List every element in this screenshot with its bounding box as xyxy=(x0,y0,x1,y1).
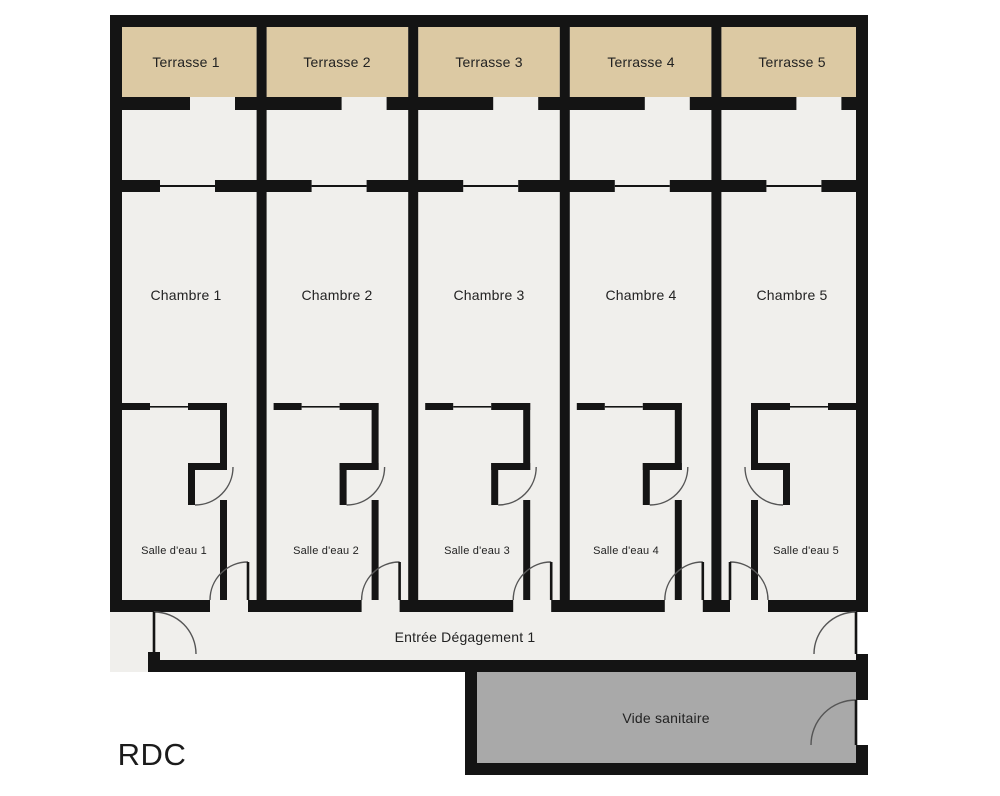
label-chambre-2: Chambre 2 xyxy=(301,287,373,303)
label-salle-eau-4: Salle d'eau 4 xyxy=(593,545,659,557)
corridor-east-door-arc xyxy=(813,611,857,655)
vide-door-gap xyxy=(856,700,868,745)
label-vide-sanitaire: Vide sanitaire xyxy=(622,710,710,726)
label-terrasse-4: Terrasse 4 xyxy=(607,54,675,70)
label-terrasse-3: Terrasse 3 xyxy=(455,54,523,70)
label-terrasse-2: Terrasse 2 xyxy=(303,54,371,70)
label-chambre-1: Chambre 1 xyxy=(150,287,222,303)
interior-floor xyxy=(110,15,868,672)
label-terrasse-1: Terrasse 1 xyxy=(152,54,220,70)
vide-door-arc xyxy=(810,699,857,746)
corridor-west-stub xyxy=(148,652,160,672)
corridor-west-door-arc xyxy=(153,611,197,655)
vide-sanitaire-floor xyxy=(477,672,856,763)
divider-wall xyxy=(559,15,570,612)
label-salle-eau-5: Salle d'eau 5 xyxy=(773,545,839,557)
label-corridor: Entrée Dégagement 1 xyxy=(394,629,536,645)
label-salle-eau-1: Salle d'eau 1 xyxy=(141,545,207,557)
divider-wall xyxy=(256,15,267,612)
outer-wall-left xyxy=(110,15,122,612)
label-chambre-5: Chambre 5 xyxy=(756,287,828,303)
label-salle-eau-3: Salle d'eau 3 xyxy=(444,545,510,557)
outer-wall-top xyxy=(110,15,868,27)
outer-wall-right xyxy=(856,15,868,775)
corridor-east-door-gap xyxy=(856,612,868,654)
label-floor-rdc: RDC xyxy=(117,737,187,772)
divider-wall xyxy=(408,15,419,612)
divider-wall xyxy=(711,15,722,612)
label-chambre-3: Chambre 3 xyxy=(453,287,525,303)
label-salle-eau-2: Salle d'eau 2 xyxy=(293,545,359,557)
label-terrasse-5: Terrasse 5 xyxy=(758,54,826,70)
label-chambre-4: Chambre 4 xyxy=(605,287,677,303)
